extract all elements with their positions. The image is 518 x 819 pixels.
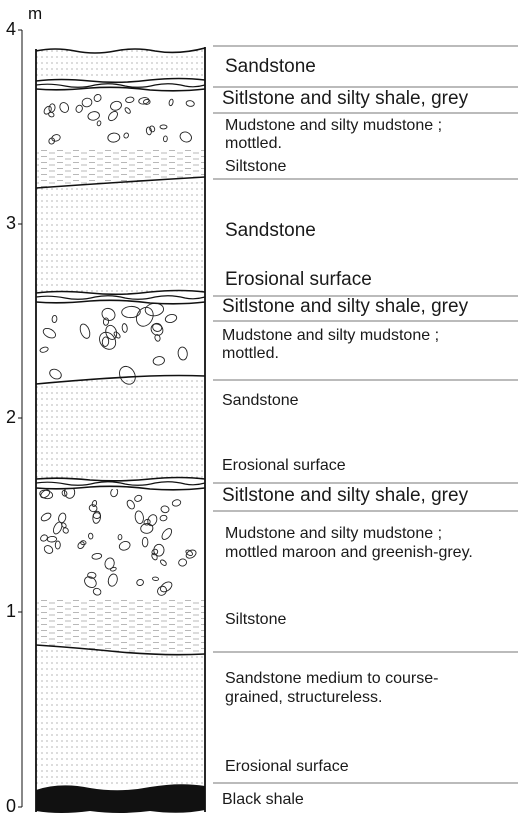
label-siltstone-shale-lower: Sitlstone and silty shale, grey — [222, 485, 514, 507]
tick-label-4: 4 — [6, 19, 16, 40]
label-mudstone-lower: Mudstone and silty mudstone ; mottled ma… — [225, 524, 497, 562]
height-axis — [18, 30, 22, 807]
tick-label-1: 1 — [6, 601, 16, 622]
shale-band-upper — [36, 79, 205, 91]
label-siltstone-lower: Siltstone — [225, 611, 517, 629]
label-siltstone-shale-middle: Sitlstone and silty shale, grey — [222, 296, 514, 318]
label-sandstone-middle: Sandstone — [222, 392, 514, 410]
label-siltstone-upper: Siltstone — [225, 158, 517, 176]
axis-unit-label: m — [28, 4, 42, 24]
label-erosional-surface-lower: Erosional surface — [225, 758, 517, 776]
label-black-shale: Black shale — [222, 791, 514, 809]
label-mudstone-upper: Mudstone and silty mudstone ; mottled. — [225, 117, 495, 154]
label-erosional-surface-upper: Erosional surface — [225, 269, 517, 291]
tick-label-3: 3 — [6, 213, 16, 234]
tick-label-0: 0 — [6, 796, 16, 817]
label-sandstone-lower: Sandstone medium to course-grained, stru… — [225, 669, 490, 707]
label-siltstone-shale-upper: Sitlstone and silty shale, grey — [222, 88, 514, 110]
shale-band-lower — [36, 478, 205, 490]
shale-band-middle — [36, 291, 205, 304]
label-mudstone-middle: Mudstone and silty mudstone ; mottled. — [222, 327, 492, 364]
layer-mudstone-middle — [36, 302, 205, 384]
layer-sandstone-lower — [36, 645, 205, 785]
layer-black-shale — [36, 784, 205, 813]
layer-sandstone-middle — [36, 376, 205, 479]
tick-label-2: 2 — [6, 407, 16, 428]
layer-sandstone-upper — [36, 177, 205, 292]
layer-mudstone-upper — [36, 90, 205, 150]
label-sandstone-top: Sandstone — [225, 56, 517, 78]
label-erosional-surface-middle: Erosional surface — [222, 457, 514, 475]
label-sandstone-upper: Sandstone — [225, 220, 517, 242]
